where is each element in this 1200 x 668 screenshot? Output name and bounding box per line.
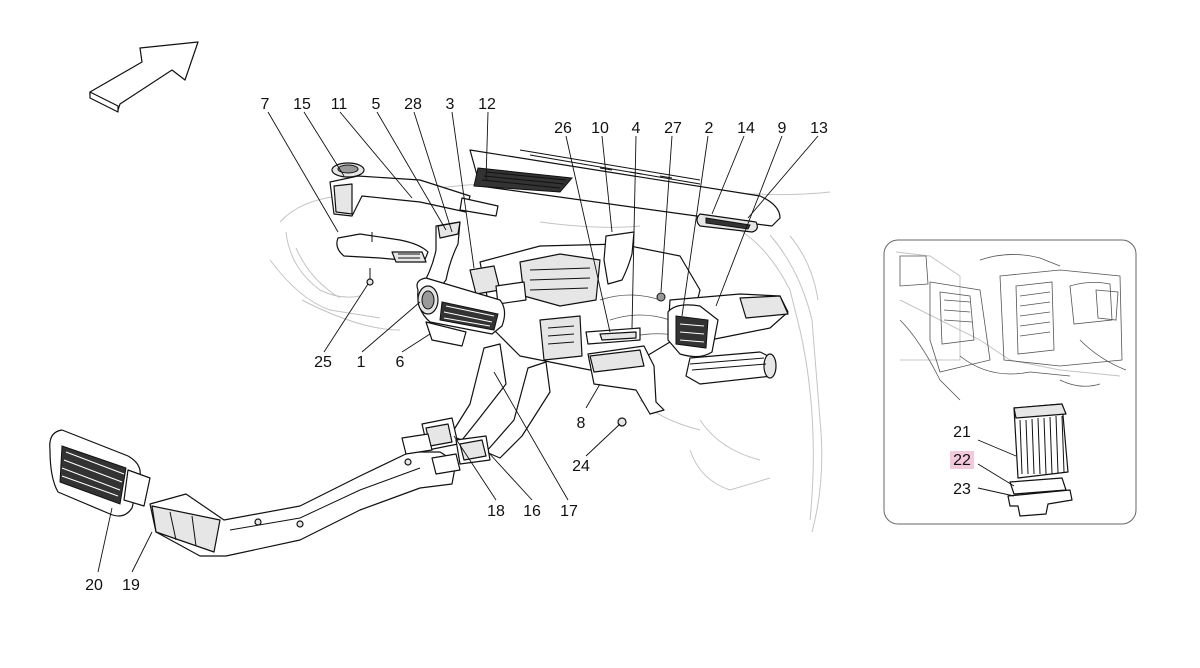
callout-23: 23 <box>953 481 971 498</box>
callout-21: 21 <box>953 424 971 441</box>
callout-labels: 7 15 11 5 28 3 12 26 10 4 27 2 14 9 13 2… <box>85 96 971 594</box>
callout-24: 24 <box>572 458 590 475</box>
floor-duct-17 <box>449 343 551 459</box>
orientation-arrow-icon <box>89 41 199 113</box>
callout-5: 5 <box>372 96 381 113</box>
leader-lines <box>97 111 1017 573</box>
callout-20: 20 <box>85 577 103 594</box>
callout-22: 22 <box>953 452 971 469</box>
left-defrost-duct <box>329 162 499 217</box>
callout-4: 4 <box>632 120 641 137</box>
callout-28: 28 <box>404 96 422 113</box>
callout-2: 2 <box>705 120 714 137</box>
callout-18: 18 <box>487 503 505 520</box>
side-duct-7 <box>336 232 429 286</box>
callout-17: 17 <box>560 503 578 520</box>
upper-centre-duct-10 <box>603 231 635 285</box>
hvac-unit <box>469 243 701 371</box>
callout-26: 26 <box>554 120 572 137</box>
callout-8: 8 <box>577 415 586 432</box>
callout-9: 9 <box>778 120 787 137</box>
callout-14: 14 <box>737 120 755 137</box>
bracket-26 <box>585 327 641 345</box>
callout-27: 27 <box>664 120 682 137</box>
rear-floor-duct-19 <box>149 433 461 557</box>
callout-13: 13 <box>810 120 828 137</box>
callout-11: 11 <box>331 96 348 113</box>
callout-10: 10 <box>591 120 609 137</box>
callout-22-highlight <box>950 451 974 469</box>
cabin-filter-inset <box>883 239 1137 525</box>
callout-19: 19 <box>122 577 140 594</box>
callout-16: 16 <box>523 503 541 520</box>
callout-25: 25 <box>314 354 332 371</box>
callout-6: 6 <box>396 354 405 371</box>
floor-duct-18 <box>421 417 491 465</box>
callout-15: 15 <box>293 96 311 113</box>
rear-vent-20 <box>49 429 151 517</box>
callout-7: 7 <box>261 96 270 113</box>
center-vent-1 <box>416 277 506 347</box>
right-vent-assembly <box>656 292 789 385</box>
callout-1: 1 <box>357 354 366 371</box>
lower-duct-8 <box>587 345 665 427</box>
callout-12: 12 <box>478 96 496 113</box>
dashboard-top-duct <box>469 149 781 233</box>
callout-3: 3 <box>446 96 455 113</box>
